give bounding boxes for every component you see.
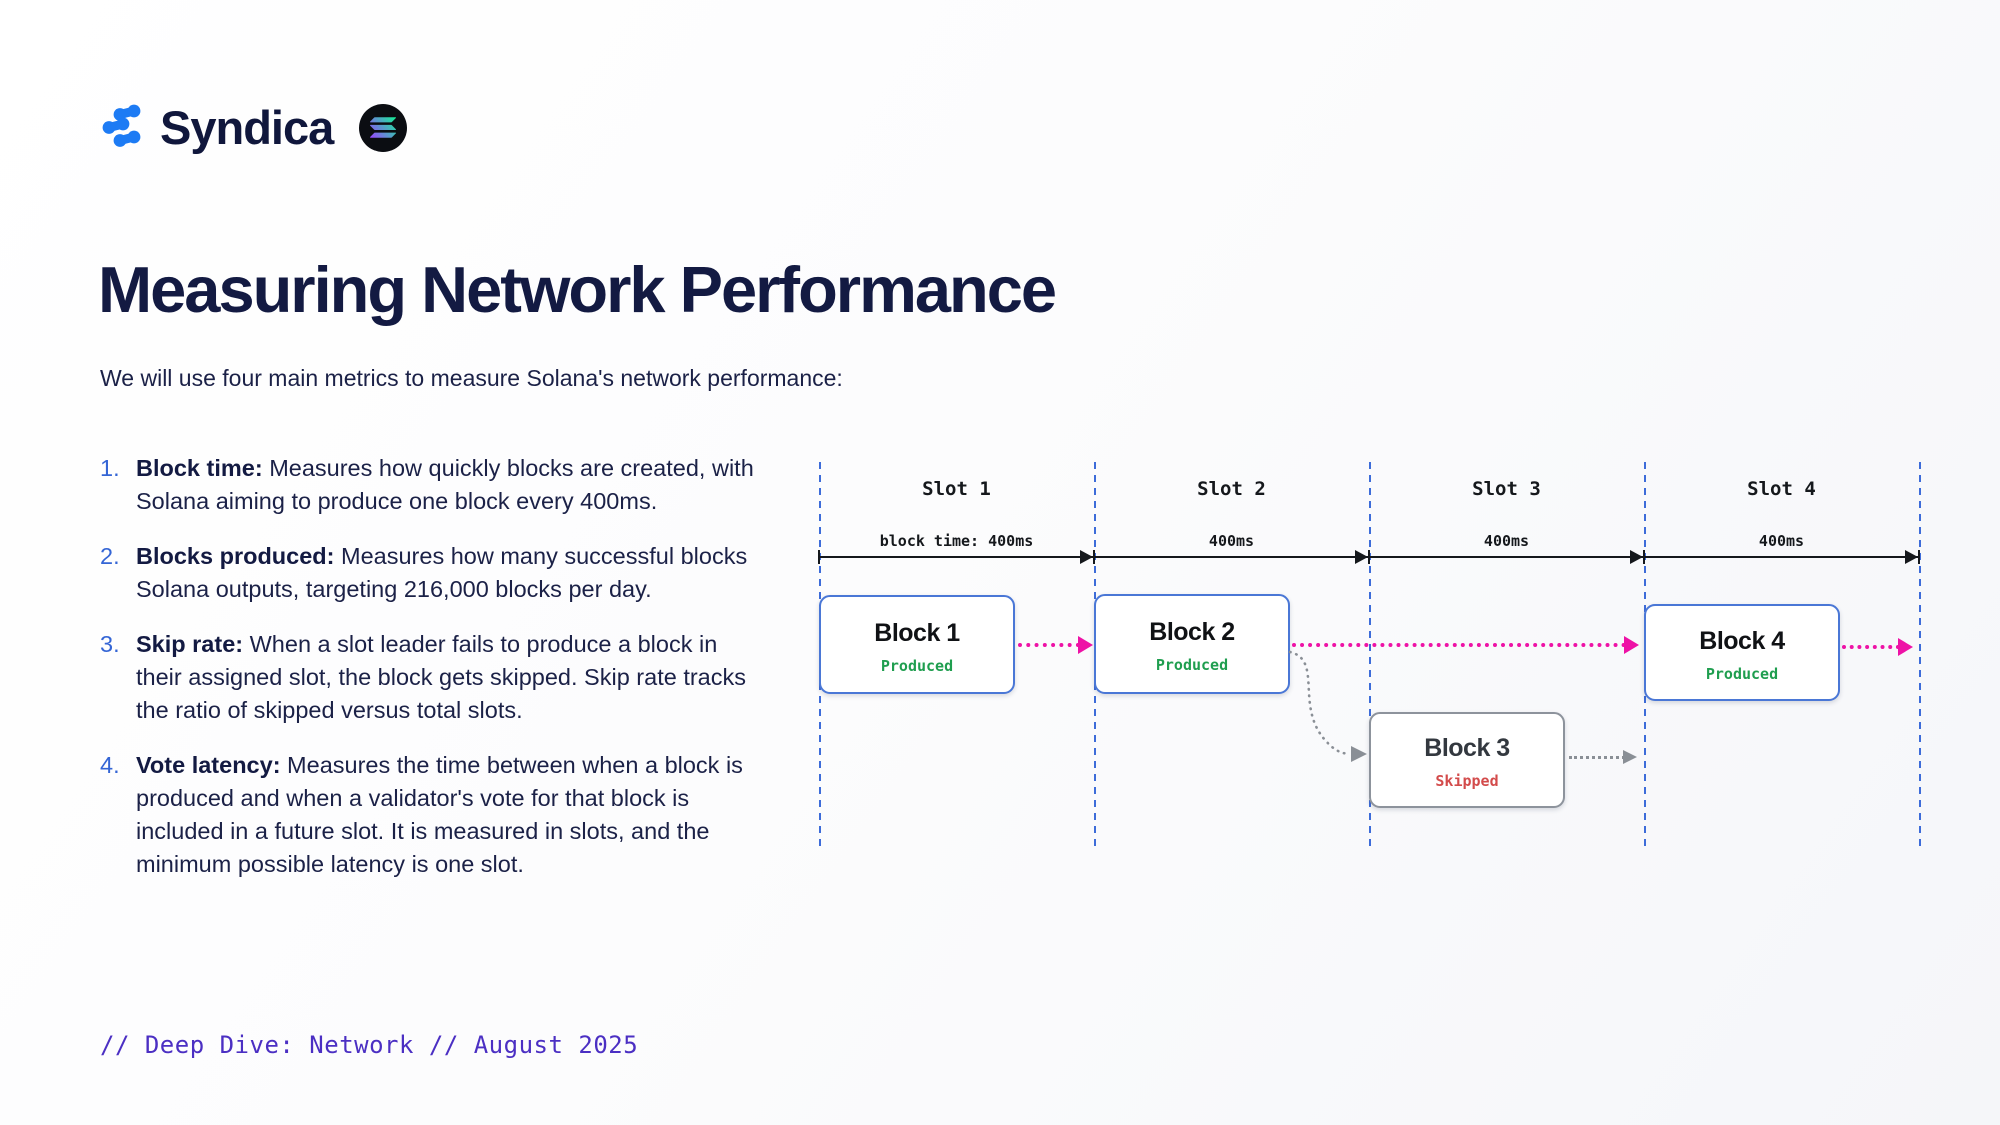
list-number: 2. bbox=[100, 543, 120, 569]
slot-label: Slot 1 bbox=[922, 478, 991, 500]
arrowhead-icon bbox=[1630, 550, 1643, 564]
timeline-arrow bbox=[1093, 550, 1369, 564]
block-status: Produced bbox=[880, 656, 954, 675]
list-number: 4. bbox=[100, 752, 120, 778]
block-4-card: Block 4 Produced bbox=[1644, 604, 1840, 701]
block-status: Skipped bbox=[1435, 772, 1499, 790]
arrowhead-icon bbox=[1355, 550, 1368, 564]
slot-label: Slot 2 bbox=[1197, 478, 1266, 500]
block-time-label: 400ms bbox=[1208, 532, 1255, 550]
brand-header: Syndica bbox=[100, 100, 408, 155]
slot-boundary-line bbox=[1369, 462, 1371, 850]
block-title: Block 2 bbox=[1149, 618, 1235, 646]
timeline-arrow bbox=[1368, 550, 1644, 564]
chain-arrow-block4-next bbox=[1842, 638, 1913, 656]
list-number: 3. bbox=[100, 631, 120, 657]
list-item: 4. Vote latency: Measures the time betwe… bbox=[100, 749, 760, 881]
arrowhead-icon bbox=[1351, 746, 1367, 762]
list-text: Blocks produced: Measures how many succe… bbox=[136, 543, 748, 602]
brand-name: Syndica bbox=[160, 101, 334, 154]
metrics-list: 1. Block time: Measures how quickly bloc… bbox=[100, 452, 760, 903]
arrowhead-icon bbox=[1078, 636, 1093, 654]
block-status: Produced bbox=[1705, 664, 1779, 683]
list-text: Vote latency: Measures the time between … bbox=[136, 752, 743, 877]
block-time-label: block time: 400ms bbox=[879, 532, 1034, 550]
list-item: 2. Blocks produced: Measures how many su… bbox=[100, 540, 760, 606]
block-1-card: Block 1 Produced bbox=[819, 595, 1015, 694]
arrowhead-icon bbox=[1624, 636, 1639, 654]
list-number: 1. bbox=[100, 455, 120, 481]
skipped-exit-arrow bbox=[1569, 750, 1637, 764]
arrowhead-icon bbox=[1080, 550, 1093, 564]
chain-arrow-block2-block4 bbox=[1292, 636, 1639, 654]
footer-tagline: // Deep Dive: Network // August 2025 bbox=[100, 1031, 639, 1059]
slot-label: Slot 4 bbox=[1747, 478, 1816, 500]
timeline-arrow bbox=[1643, 550, 1919, 564]
syndica-logo-icon bbox=[102, 104, 141, 147]
block-time-label: 400ms bbox=[1483, 532, 1530, 550]
timeline-arrow bbox=[818, 550, 1094, 564]
intro-text: We will use four main metrics to measure… bbox=[100, 365, 843, 391]
block-title: Block 3 bbox=[1424, 734, 1510, 762]
block-status: Produced bbox=[1155, 656, 1229, 674]
arrowhead-icon bbox=[1898, 638, 1913, 656]
block-title: Block 1 bbox=[874, 618, 960, 647]
arrowhead-icon bbox=[1905, 550, 1918, 564]
slot-boundary-line bbox=[1919, 462, 1921, 850]
block-2-card: Block 2 Produced bbox=[1094, 594, 1290, 694]
list-text: Skip rate: When a slot leader fails to p… bbox=[136, 631, 747, 723]
list-text: Block time: Measures how quickly blocks … bbox=[136, 455, 754, 514]
skipped-path-curve bbox=[1288, 650, 1367, 762]
slot-label: Slot 3 bbox=[1472, 478, 1541, 500]
list-item: 3. Skip rate: When a slot leader fails t… bbox=[100, 628, 760, 727]
block-time-label: 400ms bbox=[1758, 532, 1805, 550]
page-title: Measuring Network Performance bbox=[98, 253, 1057, 326]
timeline-end-tick bbox=[1918, 550, 1920, 564]
arrowhead-icon bbox=[1623, 750, 1637, 764]
chain-arrow-block1-block2 bbox=[1018, 636, 1093, 654]
list-item: 1. Block time: Measures how quickly bloc… bbox=[100, 452, 760, 518]
block-title: Block 4 bbox=[1699, 626, 1785, 655]
solana-logo-icon bbox=[359, 103, 408, 152]
block-3-card: Block 3 Skipped bbox=[1369, 712, 1565, 808]
